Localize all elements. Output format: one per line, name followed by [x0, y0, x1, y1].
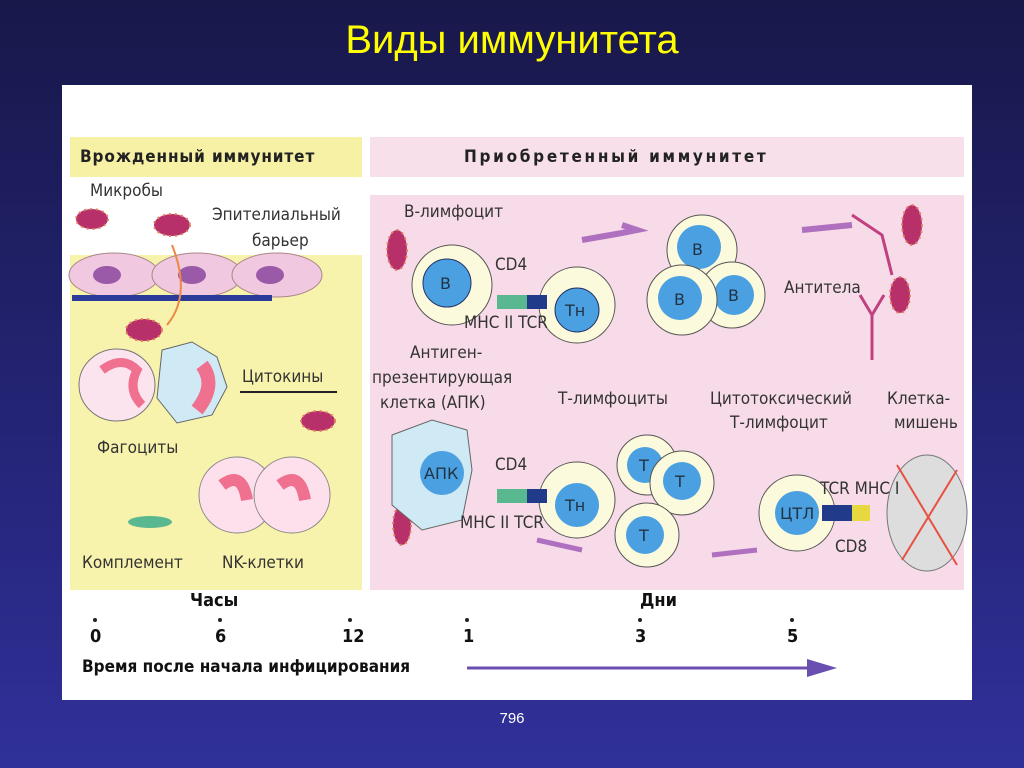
tick-6: 6 [215, 626, 227, 647]
microbes [75, 204, 923, 546]
days-label: Дни [640, 590, 677, 611]
svg-text:Т: Т [674, 472, 685, 491]
cd8-label: CD8 [835, 537, 868, 557]
apc-cell: АПК [391, 419, 473, 531]
phagocytes [78, 341, 228, 424]
innate-header-band [70, 137, 362, 177]
svg-text:АПК: АПК [424, 464, 459, 483]
tick-5: 5 [787, 626, 799, 647]
antibodies-label: Антитела [784, 278, 861, 298]
cytokines-label: Цитокины [242, 367, 324, 387]
timeline-caption: Время после начала инфицирования [82, 657, 411, 677]
microbes-label: Микробы [90, 181, 163, 201]
target-label-1: Клетка- [887, 389, 951, 409]
nk-label: NK-клетки [222, 553, 304, 573]
activation-arrow-2 [801, 222, 853, 233]
activation-arrow-1 [581, 222, 649, 243]
timeline-dots [93, 618, 794, 622]
mhc2-molecule-1 [497, 295, 527, 309]
mhc1-molecule [852, 505, 870, 521]
immunity-diagram: В Тн В В В АПК Тн Т Т Т ЦТЛ [62, 85, 972, 700]
svg-text:В: В [674, 290, 685, 309]
apc-label-1: Антиген- [410, 343, 483, 363]
tick-1: 1 [463, 626, 475, 647]
mhc-tcr-label-2: МНС II TCR [460, 513, 544, 533]
th-cell-2: Тн [538, 461, 616, 539]
b-cell-cluster: В В В [646, 214, 766, 336]
svg-text:Т: Т [638, 526, 649, 545]
svg-text:В: В [440, 274, 451, 293]
tcr-receptor-2 [527, 489, 547, 503]
tcr-mhc1-label: TCR МНС I [820, 479, 900, 499]
cd4-label-2: CD4 [495, 455, 528, 475]
barrier-label-1: Эпителиальный [212, 205, 341, 225]
complement-shape [128, 516, 172, 528]
hours-label: Часы [190, 590, 239, 611]
acquired-header: Приобретенный иммунитет [464, 147, 769, 167]
slide-title: Виды иммунитета [345, 18, 679, 62]
target-label-2: мишень [894, 413, 958, 433]
svg-text:В: В [728, 286, 739, 305]
ctl-label-2: Т-лимфоцит [730, 413, 828, 433]
invasion-arrow [166, 244, 182, 326]
phagocytes-label: Фагоциты [97, 438, 179, 458]
b-cell: В [411, 244, 493, 326]
epithelial-cells [68, 252, 323, 301]
svg-text:ЦТЛ: ЦТЛ [780, 504, 814, 523]
ctl-cell: ЦТЛ [758, 474, 836, 552]
complement-label: Комплемент [82, 553, 183, 573]
activation-arrow-3 [536, 537, 758, 558]
mhc-tcr-label-1: МНС II TCR [464, 313, 548, 333]
svg-text:В: В [692, 240, 703, 259]
svg-text:Тн: Тн [564, 496, 585, 515]
innate-header: Врожденный иммунитет [80, 147, 316, 167]
svg-text:Т: Т [638, 456, 649, 475]
mhc2-molecule-2 [497, 489, 527, 503]
th-cell-1: Тн [538, 266, 616, 344]
tcr-receptor [822, 505, 852, 521]
t-lymphocytes-label: Т-лимфоциты [558, 389, 668, 409]
tick-0: 0 [90, 626, 102, 647]
apc-label-3: клетка (АПК) [380, 393, 486, 413]
tcr-receptor-1 [527, 295, 547, 309]
target-cell [886, 454, 968, 572]
nk-cells [198, 456, 331, 534]
cd4-label-1: CD4 [495, 255, 528, 275]
svg-text:Тн: Тн [564, 301, 585, 320]
barrier-label-2: барьер [252, 231, 309, 251]
page-number: 796 [499, 710, 525, 727]
tick-12: 12 [342, 626, 365, 647]
tick-3: 3 [635, 626, 647, 647]
antibodies [851, 213, 894, 360]
apc-label-2: презентирующая [372, 368, 513, 388]
diagram-graphics: В Тн В В В АПК Тн Т Т Т ЦТЛ [68, 137, 968, 677]
ctl-label-1: Цитотоксический [710, 389, 852, 409]
b-lymphocyte-label: В-лимфоцит [404, 202, 503, 222]
time-arrow-head [807, 659, 837, 677]
t-cell-cluster: Т Т Т [614, 434, 715, 568]
acquired-header-band [370, 137, 964, 177]
